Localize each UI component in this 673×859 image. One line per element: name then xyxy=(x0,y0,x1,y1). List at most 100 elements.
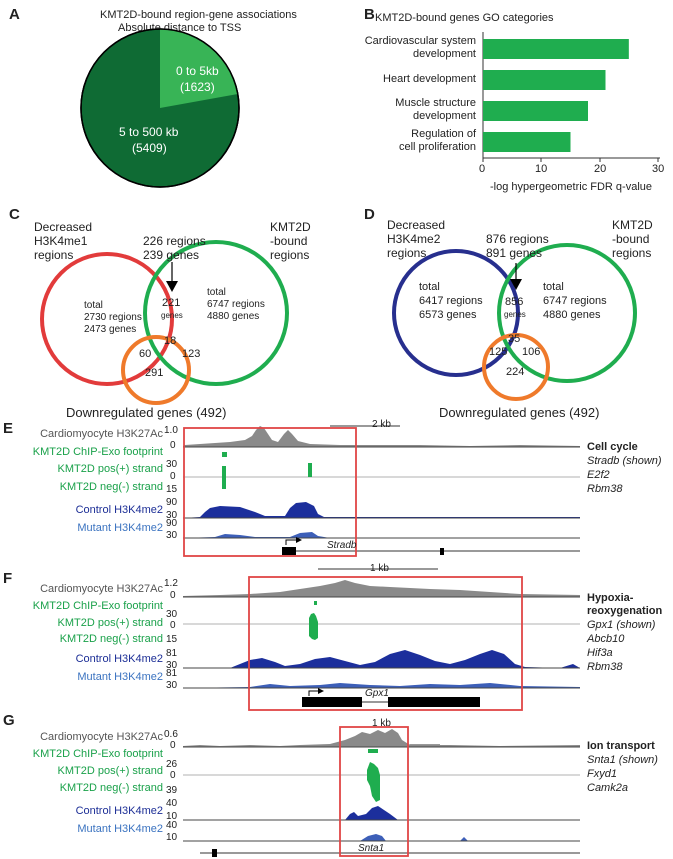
f-tick-9: 30 xyxy=(166,680,178,691)
c-n123: 123 xyxy=(182,348,201,360)
d-right-total-1: total xyxy=(543,281,564,293)
bar-chart-axes xyxy=(482,32,660,162)
g-scale: 1 kb xyxy=(372,718,391,729)
d-n125: 125 xyxy=(489,346,508,358)
g-track-pos: KMT2D pos(+) strand xyxy=(57,765,163,777)
panel-f-letter: F xyxy=(3,570,13,587)
d-left-title-1: Decreased xyxy=(387,218,446,232)
f-track-control: Control H3K4me2 xyxy=(75,653,163,665)
e-side-title: Cell cycle xyxy=(587,441,638,453)
d-right-total-3: 4880 genes xyxy=(543,309,601,321)
f-track-footprint: KMT2D ChIP-Exo footprint xyxy=(32,600,163,612)
panel-b-letter: B xyxy=(364,6,375,23)
c-left-total-1: total xyxy=(84,300,103,311)
c-left-title-3: regions xyxy=(34,248,74,262)
e-track-control: Control H3K4me2 xyxy=(75,504,163,516)
pie-chart xyxy=(80,28,240,188)
e-track-mutant: Mutant H3K4me2 xyxy=(77,522,163,534)
pie-large-count: (5409) xyxy=(132,141,167,155)
d-n35: 35 xyxy=(508,333,521,345)
pie-slice-large xyxy=(80,28,240,188)
e-track-footprint: KMT2D ChIP-Exo footprint xyxy=(32,446,163,458)
panel-d-letter: D xyxy=(364,206,375,223)
bar-2 xyxy=(483,101,588,121)
panel-c-letter: C xyxy=(9,206,20,223)
c-left-total-2: 2730 regions xyxy=(84,312,142,323)
f-tick-7: 30 xyxy=(166,660,178,671)
e-tick-5: 15 xyxy=(166,484,178,495)
g-track-mutant: Mutant H3K4me2 xyxy=(77,823,163,835)
g-tick-5: 39 xyxy=(166,785,178,796)
e-track-neg: KMT2D neg(-) strand xyxy=(59,481,163,493)
d-left-title-2: H3K4me2 xyxy=(387,232,441,246)
f-tick-8: 81 xyxy=(166,668,178,679)
f-tick-2: 0 xyxy=(170,590,176,601)
pie-outline xyxy=(80,28,240,188)
d-arrow-genes: 891 genes xyxy=(486,246,543,260)
e-side-gene-2: E2f2 xyxy=(587,469,610,481)
f-tick-1: 1.2 xyxy=(164,578,178,589)
x-tick-20: 20 xyxy=(594,163,607,175)
c-right-title-2: -bound xyxy=(270,234,308,248)
d-n106: 106 xyxy=(522,346,541,358)
e-tick-8: 90 xyxy=(166,518,178,529)
e-side-gene-3: Rbm38 xyxy=(587,483,623,495)
x-tick-0: 0 xyxy=(479,163,486,175)
bar-category-label-1-0: Heart development xyxy=(383,72,476,85)
f-side-gene-4: Rbm38 xyxy=(587,661,623,673)
d-right-title-2: -bound xyxy=(612,232,650,246)
f-track-h3k27ac: Cardiomyocyte H3K27Ac xyxy=(40,583,163,595)
g-tick-8: 40 xyxy=(166,820,178,831)
c-intersect-word: genes xyxy=(161,311,183,320)
e-track-h3k27ac: Cardiomyocyte H3K27Ac xyxy=(40,428,163,440)
f-side-gene-2: Abcb10 xyxy=(587,633,625,645)
g-side-title: Ion transport xyxy=(587,740,655,752)
g-gene: Snta1 xyxy=(358,843,385,854)
e-tick-1: 1.0 xyxy=(164,425,178,436)
d-n224: 224 xyxy=(506,366,525,378)
d-intersect-count: 856 xyxy=(505,296,524,308)
panel-e-letter: E xyxy=(3,420,14,437)
g-track-neg: KMT2D neg(-) strand xyxy=(59,782,163,794)
c-n18: 18 xyxy=(164,335,177,347)
d-bottom-label: Downregulated genes (492) xyxy=(439,405,600,420)
g-tick-7: 10 xyxy=(166,811,178,822)
f-gene: Gpx1 xyxy=(365,688,389,699)
bar-category-label-3-0: Regulation of xyxy=(411,128,476,140)
venn-c xyxy=(40,240,289,405)
c-left-total-3: 2473 genes xyxy=(84,324,137,335)
f-track-pos: KMT2D pos(+) strand xyxy=(57,617,163,629)
d-arrow-regions: 876 regions xyxy=(486,232,549,246)
f-tick-5: 15 xyxy=(166,634,178,645)
e-tick-2: 0 xyxy=(170,440,176,451)
pie-small-count: (1623) xyxy=(180,80,215,94)
e-tick-3: 30 xyxy=(166,459,178,470)
x-tick-30: 30 xyxy=(652,163,665,175)
g-tick-3: 26 xyxy=(166,759,178,770)
g-tick-6: 40 xyxy=(166,798,178,809)
e-gene: Stradb xyxy=(327,540,357,551)
c-n60: 60 xyxy=(139,348,152,360)
f-tick-3: 30 xyxy=(166,609,178,620)
panel-a-letter: A xyxy=(9,6,20,23)
browser-e xyxy=(183,425,580,557)
g-track-control: Control H3K4me2 xyxy=(75,805,163,817)
f-side-gene-1: Gpx1 (shown) xyxy=(587,619,656,631)
c-left-title-2: H3K4me1 xyxy=(34,234,88,248)
f-track-mutant: Mutant H3K4me2 xyxy=(77,671,163,683)
g-tick-4: 0 xyxy=(170,770,176,781)
e-side-gene-1: Stradb (shown) xyxy=(587,455,662,467)
f-track-neg: KMT2D neg(-) strand xyxy=(59,633,163,645)
f-tick-4: 0 xyxy=(170,620,176,631)
e-tick-7: 30 xyxy=(166,510,178,521)
d-left-title-3: regions xyxy=(387,246,427,260)
g-tick-1: 0.6 xyxy=(164,729,178,740)
d-intersect-word: genes xyxy=(504,310,526,319)
pie-title-1: KMT2D-bound region-gene associations xyxy=(100,9,297,21)
bar-category-label-0-1: development xyxy=(413,48,476,60)
e-tick-6: 90 xyxy=(166,497,178,508)
g-side-gene-1: Snta1 (shown) xyxy=(587,754,658,766)
bar-1 xyxy=(483,70,606,90)
c-arrow-regions: 226 regions xyxy=(143,234,206,248)
